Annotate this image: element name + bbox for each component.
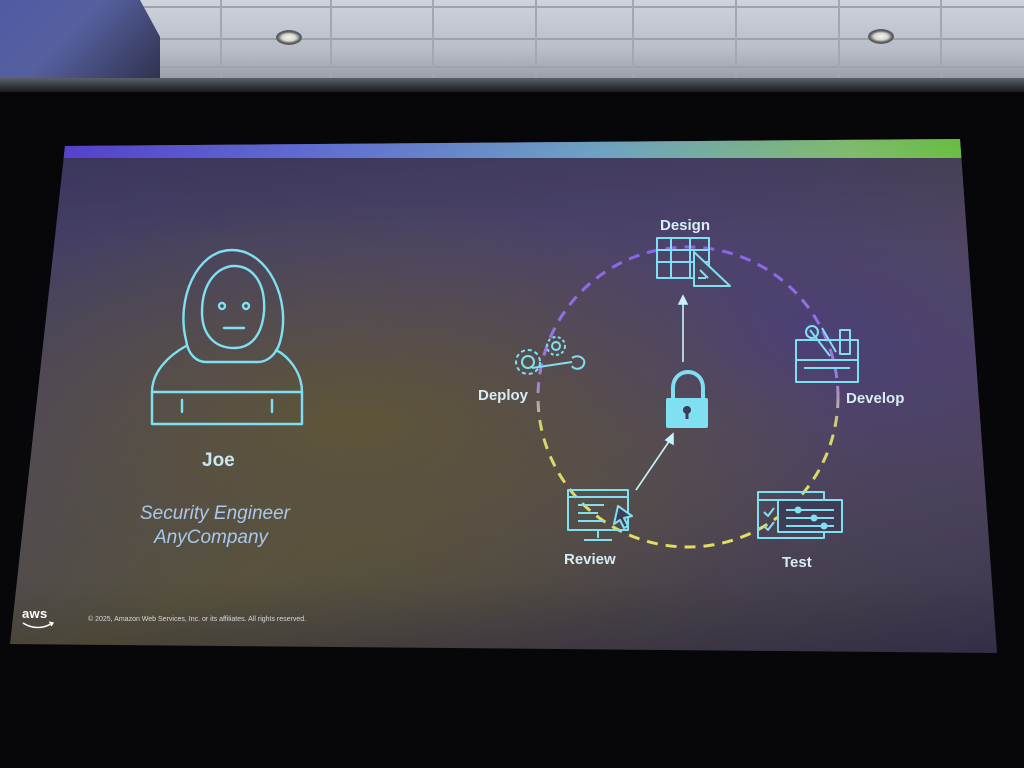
arrow-head-icon xyxy=(677,294,689,305)
gears-wrench-icon xyxy=(515,336,586,375)
ceiling-tile-seam xyxy=(220,0,222,80)
ceiling-tile-seam xyxy=(735,0,737,80)
flow-arrows xyxy=(635,294,689,491)
screen-shading xyxy=(10,139,997,653)
stage-label-deploy: Deploy xyxy=(478,387,529,404)
copyright-notice: © 2025, Amazon Web Services, Inc. or its… xyxy=(88,616,307,623)
toolbox-icon xyxy=(795,325,859,383)
ceiling-edge xyxy=(0,78,1024,92)
ceiling-tile-seam xyxy=(0,6,1024,8)
stage-label-design: Design xyxy=(660,217,711,234)
wall-lit-purple xyxy=(0,0,160,92)
ceiling-tile-seam xyxy=(940,0,942,80)
ceiling-tile-seam xyxy=(0,38,1024,40)
padlock-icon xyxy=(666,369,708,428)
ceiling-tile-seam xyxy=(535,0,537,80)
stage-label-develop: Develop xyxy=(846,390,905,407)
ceiling-light xyxy=(276,30,302,45)
ceiling-tile-seam xyxy=(0,66,1024,68)
aws-smile-icon xyxy=(22,621,54,629)
stage-label-review: Review xyxy=(564,551,616,568)
lifecycle-ring xyxy=(536,245,840,549)
code-review-icon xyxy=(567,489,633,541)
stage-label-test: Test xyxy=(782,554,812,571)
blueprint-icon xyxy=(656,237,731,287)
ceiling-tile-seam xyxy=(838,0,840,80)
test-checklist-icon xyxy=(757,491,843,539)
ceiling-tile-seam xyxy=(330,0,332,80)
persona-role: Security Engineer xyxy=(140,503,290,524)
ceiling-tile-seam xyxy=(632,0,634,80)
ceiling xyxy=(0,0,1024,92)
ceiling-tile-seam xyxy=(432,0,434,80)
projection-screen xyxy=(10,139,997,653)
persona-name: Joe xyxy=(202,450,235,471)
arrow-head-icon xyxy=(664,432,674,446)
aws-logo: aws xyxy=(22,606,48,621)
security-engineer-avatar-icon xyxy=(150,248,304,426)
ceiling-light xyxy=(868,29,894,44)
arrow-from-review xyxy=(635,439,671,491)
persona-company: AnyCompany xyxy=(154,527,269,548)
